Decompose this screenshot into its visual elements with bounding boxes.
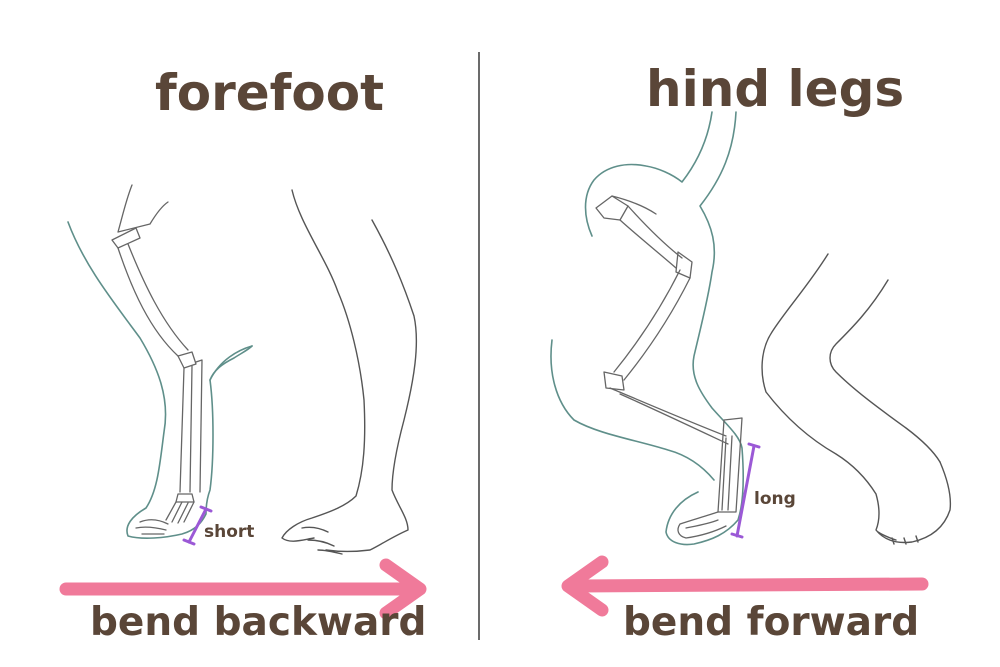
bend-forward-arrow (561, 555, 929, 617)
hind-skeleton (595, 195, 743, 539)
long-bracket (730, 442, 761, 539)
forefoot-skeleton (111, 184, 203, 535)
hind-legs-title: hind legs (646, 60, 905, 118)
bend-forward-caption: bend forward (623, 600, 920, 645)
bend-backward-caption: bend backward (90, 600, 427, 645)
forefoot-human-arm (281, 189, 418, 555)
short-label: short (204, 522, 255, 542)
hind-human-leg (761, 253, 952, 545)
forefoot-title: forefoot (155, 64, 385, 122)
forefoot-animal-leg (67, 221, 253, 539)
hind-animal-leg (550, 111, 744, 546)
long-label: long (754, 489, 796, 509)
short-bracket (182, 505, 213, 546)
bend-backward-arrow (59, 558, 427, 620)
